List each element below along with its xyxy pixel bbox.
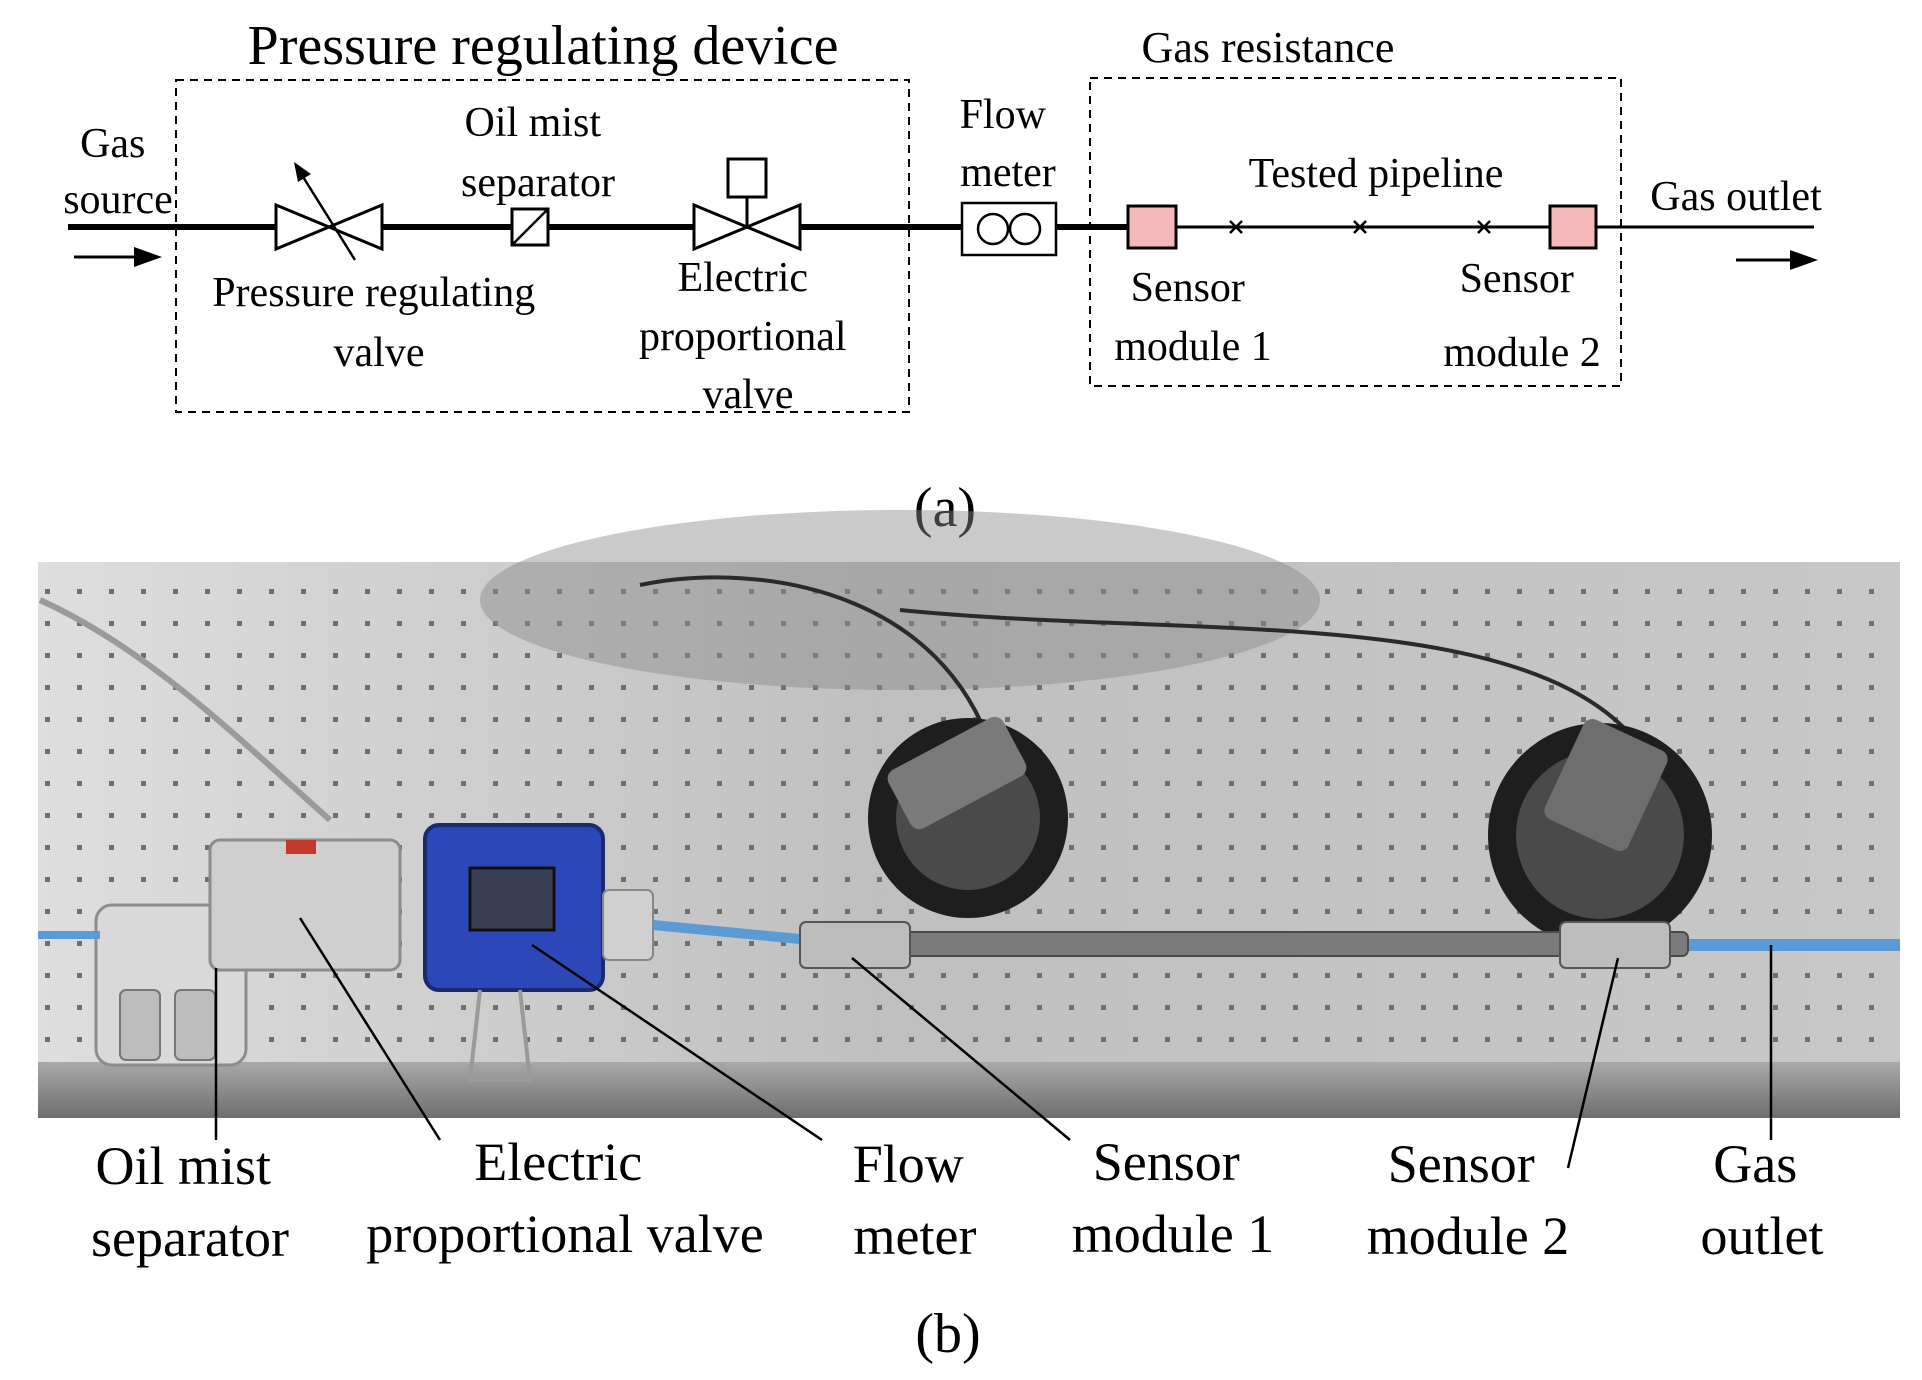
pressure-device-title: Pressure regulating device: [248, 15, 839, 77]
measurement-point-marks: [1229, 220, 1491, 234]
callout-gas-outlet: Gas outlet: [1701, 1134, 1824, 1266]
board-shadow: [480, 510, 1320, 690]
sensor-module-1-label: Sensor module 1: [1114, 265, 1271, 370]
panel-b-label: (b): [915, 1303, 980, 1365]
photo-panel: Oil mist separator Electric proportional…: [38, 510, 1900, 1365]
callout-leader-lines: [214, 917, 1773, 1169]
callout-sensor-module-1: Sensor module 1: [1072, 1132, 1274, 1264]
panel-a-label: (a): [914, 477, 976, 539]
bottom-rail: [38, 1062, 1900, 1118]
oil-mist-separator-label: Oil mist separator: [461, 100, 615, 206]
coiled-cable-2: [1488, 719, 1712, 947]
flow-meter-unit: [423, 823, 654, 1082]
sensor-cable-1: [639, 575, 1002, 781]
callout-sensor-module-2: Sensor module 2: [1367, 1134, 1569, 1266]
flow-meter-label: Flow meter: [960, 92, 1057, 196]
photo-tested-pipeline: [809, 931, 1689, 957]
coiled-cable-1: [868, 716, 1068, 918]
sensor-module-2-symbol: [1548, 204, 1598, 250]
callout-flow-meter: Flow meter: [853, 1134, 978, 1266]
pressure-regulating-valve-label: Pressure regulating valve: [212, 270, 546, 376]
blue-tube-meter: [652, 920, 811, 945]
flow-meter-symbol: [960, 201, 1058, 257]
callout-electric-proportional-valve: Electric proportional valve: [366, 1132, 763, 1264]
electric-proportional-valve-symbol: [692, 157, 802, 252]
oil-mist-separator-unit: [94, 838, 402, 1067]
photo-sensor-block-1: [799, 921, 911, 969]
pressure-regulating-valve-symbol: [274, 162, 384, 261]
outlet-arrow: [1736, 250, 1818, 270]
inlet-arrow: [74, 247, 162, 267]
tested-pipeline-label: Tested pipeline: [1249, 151, 1504, 197]
pressure-regulating-device-box: [175, 79, 910, 413]
electric-proportional-valve-label: Electric proportional valve: [639, 255, 857, 418]
supply-hose: [38, 597, 332, 823]
schematic-panel: Pressure regulating device Gas resistanc…: [63, 15, 1822, 539]
sensor-module-1-symbol: [1126, 204, 1178, 250]
gas-source-label: Gas source: [63, 121, 173, 223]
sensor-module-2-label: Sensor module 2: [1443, 256, 1600, 376]
oil-mist-separator-symbol: [510, 207, 550, 247]
callout-oil-mist-separator: Oil mist separator: [91, 1136, 289, 1268]
gas-resistance-title: Gas resistance: [1142, 23, 1395, 72]
gas-outlet-top-label: Gas outlet: [1650, 174, 1822, 220]
photo-sensor-block-2: [1559, 921, 1671, 969]
sensor-cable-2: [899, 608, 1652, 762]
